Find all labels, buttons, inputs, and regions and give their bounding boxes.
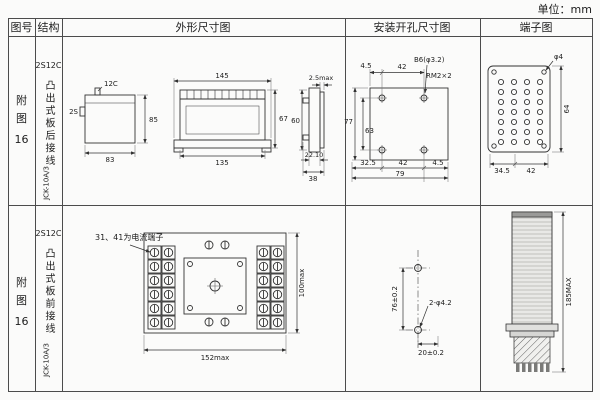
dim-hole-h-span: 20±0.2	[418, 349, 444, 357]
dim-body-width: 83	[106, 156, 115, 164]
label-hole-spec: B6(φ3.2)	[414, 56, 445, 64]
fig-no-number: 16	[15, 315, 29, 328]
outline-view-side	[302, 87, 325, 153]
outline-view-front	[173, 89, 272, 153]
dim-left-inner: 63	[365, 127, 374, 135]
dim-inner-width: 135	[215, 159, 228, 167]
outline-back-dims	[84, 94, 148, 157]
dim-bottom-2: 42	[399, 159, 408, 167]
fig-no-char: 附	[16, 275, 27, 289]
lead-label-12c: 12C	[104, 80, 118, 88]
terminal-board-dims	[489, 65, 564, 168]
terminal-board-view	[487, 60, 554, 153]
dim-bottom-1: 32.5	[360, 159, 376, 167]
dim-body-height: 85	[149, 116, 158, 124]
dim-front-height: 67	[279, 115, 288, 123]
dim-hole-v-span: 76±0.2	[391, 286, 399, 312]
outline-front-dims	[173, 78, 278, 159]
relay-side-view	[505, 211, 559, 372]
structure-type: JCK-10A/3	[43, 166, 51, 201]
unit-label: 单位：mm	[538, 2, 592, 16]
structure-model: 2S12C	[36, 61, 62, 70]
note-current-terminals: 31、41为电流端子	[95, 232, 163, 242]
header-fig-no: 图号	[11, 21, 33, 34]
lead-label-2s: 2S	[69, 108, 78, 116]
dim-terminal-height: 64	[563, 104, 571, 113]
dim-top-span: 42	[398, 63, 407, 71]
mounting-hole-view	[369, 64, 449, 161]
fig-no-char: 图	[16, 294, 27, 307]
header-mounting: 安装开孔尺寸图	[374, 20, 451, 34]
header-terminal: 端子图	[520, 21, 553, 34]
front-terminal-view	[129, 232, 287, 334]
fig-no-number: 16	[15, 133, 29, 146]
terminal-pins	[516, 363, 550, 372]
dim-terminal-bottom-1: 34.5	[494, 167, 510, 175]
outline-side-dims	[299, 82, 332, 176]
dim-depth1: 22.10	[305, 151, 324, 159]
dim-top-offset: 4.5	[360, 62, 371, 70]
dim-depth2: 38	[309, 175, 318, 183]
structure-model: 2S12C	[36, 229, 62, 238]
dim-side-height: 60	[291, 117, 300, 125]
structure-desc: 凸出式板后接线	[43, 80, 55, 168]
dim-bottom-offset: 4.5	[432, 159, 443, 167]
header-outline: 外形尺寸图	[176, 20, 231, 34]
dim-front-width-max: 152max	[201, 354, 230, 362]
label-screw-spec: RM2×2	[426, 72, 452, 80]
structure-desc: 凸出式板前接线	[43, 248, 55, 336]
front-mounting-view	[399, 250, 439, 348]
outline-view-back	[79, 86, 136, 144]
table-grid	[8, 18, 593, 392]
label-hole-spec-front: 2-φ4.2	[429, 299, 452, 307]
dim-terminal-hole: φ4	[554, 53, 564, 61]
mounting-dims	[351, 69, 449, 182]
structure-type: JCK-10A/3	[43, 343, 51, 378]
dim-relay-height-max: 185MAX	[565, 277, 573, 306]
fig-no-char: 附	[16, 93, 27, 107]
header-structure: 结构	[38, 20, 60, 34]
dim-front-height-max: 100max	[298, 269, 306, 298]
dim-left-total: 77	[344, 118, 353, 126]
dim-terminal-bottom-2: 42	[527, 167, 536, 175]
dim-bottom-total: 79	[396, 170, 405, 178]
dim-panel-thickness: 2.5max	[309, 74, 334, 82]
fig-no-char: 图	[16, 112, 27, 125]
dim-total-width: 145	[215, 72, 228, 80]
front-terminal-dims	[143, 232, 300, 354]
relay-side-dims	[552, 211, 566, 373]
